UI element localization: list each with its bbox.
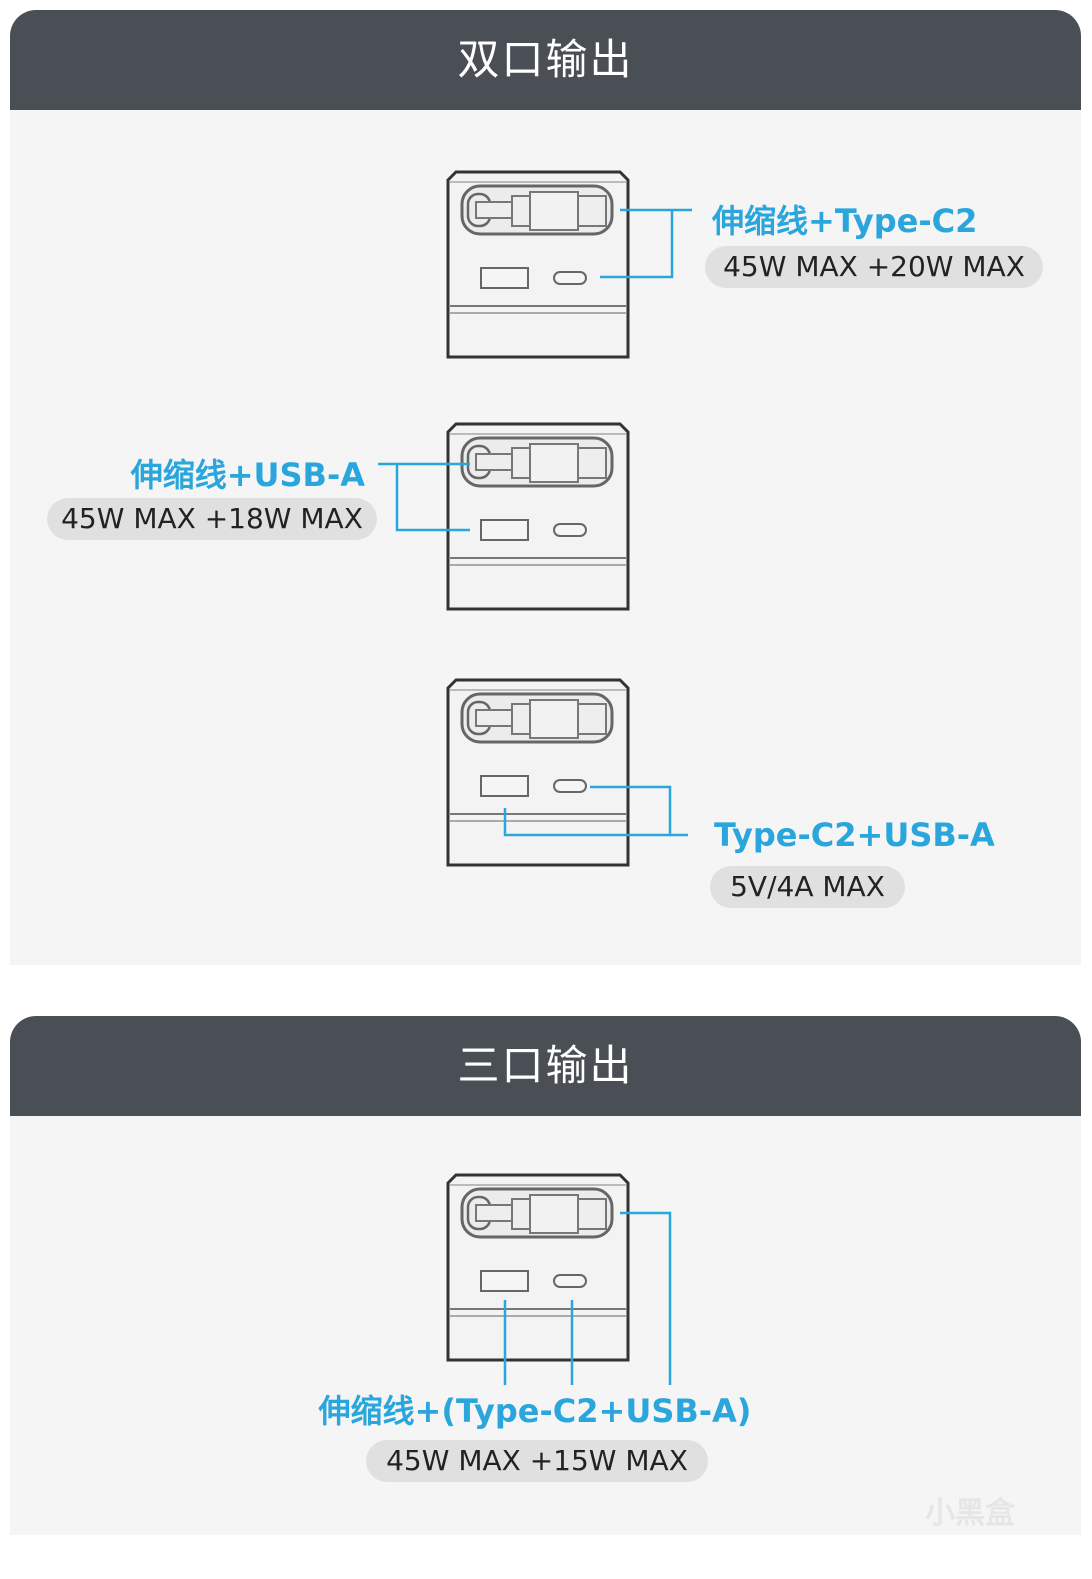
power-badge: 5V/4A MAX bbox=[710, 866, 905, 908]
charger-icon bbox=[446, 170, 630, 359]
power-badge: 45W MAX +15W MAX bbox=[366, 1440, 708, 1482]
charger-icon bbox=[446, 1173, 630, 1362]
config-label: Type-C2+USB-A bbox=[714, 816, 995, 854]
watermark: 小黑盒 bbox=[925, 1496, 1015, 1531]
config-label: 伸缩线+USB-A bbox=[130, 456, 365, 494]
charger-icon bbox=[446, 678, 630, 867]
section-title: 三口输出 bbox=[10, 1016, 1081, 1116]
section-title: 双口输出 bbox=[10, 10, 1081, 110]
connector-lines bbox=[378, 208, 692, 1385]
charger-icon bbox=[446, 422, 630, 611]
config-label: 伸缩线+Type-C2 bbox=[712, 202, 978, 240]
power-badge: 45W MAX +18W MAX bbox=[47, 498, 377, 540]
config-label: 伸缩线+(Type-C2+USB-A) bbox=[318, 1392, 752, 1430]
power-badge: 45W MAX +20W MAX bbox=[705, 246, 1043, 288]
triple-port-panel: 三口输出 bbox=[10, 1016, 1081, 1535]
